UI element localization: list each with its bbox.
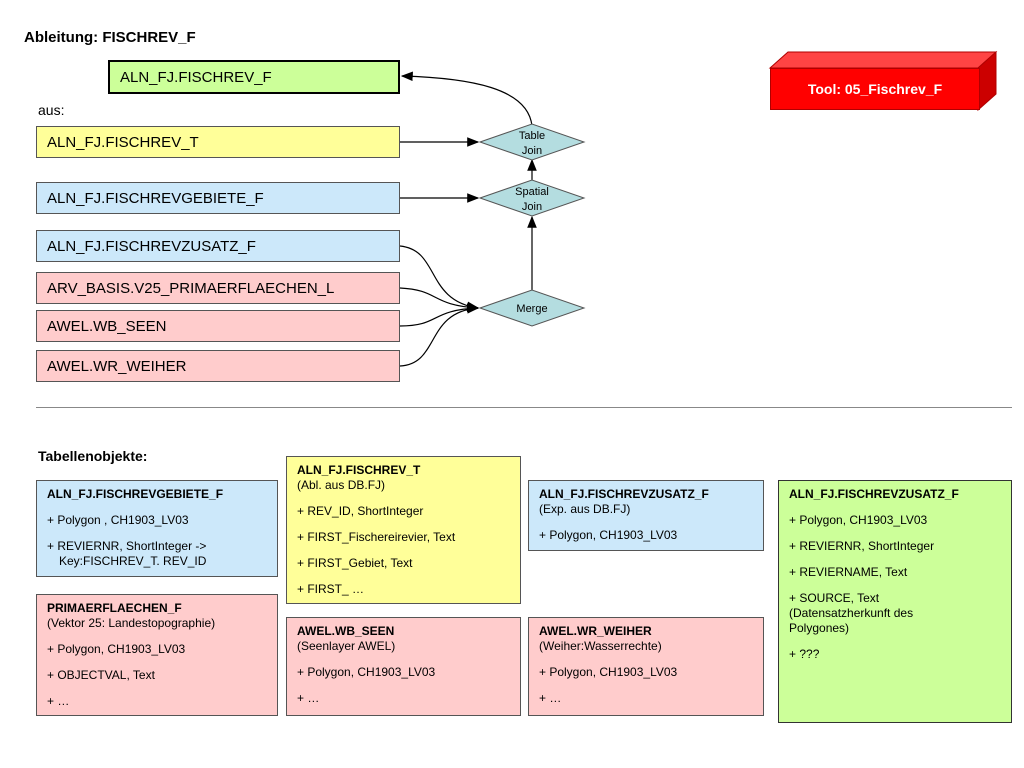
- card-title: AWEL.WR_WEIHER: [539, 624, 652, 638]
- card-line: Key:FISCHREV_T. REV_ID: [59, 554, 207, 568]
- input-node-fischrevgebiete-f: ALN_FJ.FISCHREVGEBIETE_F: [36, 182, 400, 214]
- arrow-weiher-to-merge: [399, 304, 480, 367]
- arrow-tablejoin-to-output: [400, 71, 533, 127]
- table-join-diamond: [478, 123, 586, 161]
- section-title: Tabellenobjekte:: [38, 448, 148, 464]
- card-line: + REVIERNR, ShortInteger ->: [47, 539, 207, 553]
- page-title: Ableitung: FISCHREV_F: [24, 29, 196, 46]
- card-line: + Polygon, CH1903_LV03: [297, 665, 436, 679]
- card-title: ALN_FJ.FISCHREVZUSATZ_F: [789, 487, 959, 501]
- card-title: ALN_FJ.FISCHREVZUSATZ_F: [539, 487, 709, 501]
- card-line: + OBJECTVAL, Text: [47, 668, 155, 682]
- card-fischrevgebiete: ALN_FJ.FISCHREVGEBIETE_F + Polygon , CH1…: [36, 480, 278, 577]
- card-line: + …: [47, 694, 70, 708]
- table-join-label-1: Table: [519, 130, 545, 142]
- card-title: AWEL.WB_SEEN: [297, 624, 395, 638]
- input-node-wr-weiher: AWEL.WR_WEIHER: [36, 350, 400, 382]
- card-line: + Polygon, CH1903_LV03: [47, 642, 186, 656]
- card-wb-seen: AWEL.WB_SEEN (Seenlayer AWEL) + Polygon,…: [286, 617, 521, 716]
- card-title: PRIMAERFLAECHEN_F: [47, 601, 182, 615]
- card-line: + REVIERNAME, Text: [789, 565, 908, 579]
- card-subtitle: (Vektor 25: Landestopographie): [47, 616, 216, 630]
- card-wr-weiher: AWEL.WR_WEIHER (Weiher:Wasserrechte) + P…: [528, 617, 764, 716]
- card-line: + …: [297, 691, 320, 705]
- card-title: ALN_FJ.FISCHREV_T: [297, 463, 421, 477]
- tool-box-3d: [768, 50, 998, 112]
- input-node-fischrev-t: ALN_FJ.FISCHREV_T: [36, 126, 400, 158]
- input-node-fischrevzusatz-f: ALN_FJ.FISCHREVZUSATZ_F: [36, 230, 400, 262]
- card-line: + REV_ID, ShortInteger: [297, 504, 424, 518]
- input-node-wb-seen: AWEL.WB_SEEN: [36, 310, 400, 342]
- spatial-join-diamond: [478, 179, 586, 217]
- card-primaerflaechen: PRIMAERFLAECHEN_F (Vektor 25: Landestopo…: [36, 594, 278, 716]
- card-line: + FIRST_ …: [297, 582, 365, 596]
- arrow-primaer-to-merge: [399, 287, 480, 313]
- card-line: (Datensatzherkunft des: [789, 606, 914, 620]
- arrow-zusatz-to-merge: [399, 245, 480, 312]
- card-fischrevzusatz-green: ALN_FJ.FISCHREVZUSATZ_F + Polygon, CH190…: [778, 480, 1012, 723]
- card-subtitle: (Exp. aus DB.FJ): [539, 502, 631, 516]
- card-line: + Polygon, CH1903_LV03: [789, 513, 928, 527]
- tool-label: Tool: 05_Fischrev_F: [770, 68, 980, 110]
- card-line: + …: [539, 691, 562, 705]
- card-subtitle: (Weiher:Wasserrechte): [539, 639, 662, 653]
- table-join-label-2: Join: [522, 145, 542, 157]
- card-line: + SOURCE, Text: [789, 591, 880, 605]
- aus-label: aus:: [38, 102, 65, 118]
- card-title: ALN_FJ.FISCHREVGEBIETE_F: [47, 487, 224, 501]
- card-subtitle: (Abl. aus DB.FJ): [297, 478, 386, 492]
- card-line: Polygones): [789, 621, 850, 635]
- card-line: + Polygon, CH1903_LV03: [539, 665, 678, 679]
- merge-diamond: [478, 289, 586, 327]
- flow-connectors: Table Join Spatial Join Merge: [399, 71, 586, 367]
- card-line: + Polygon , CH1903_LV03: [47, 513, 189, 527]
- card-subtitle: (Seenlayer AWEL): [297, 639, 396, 653]
- card-line: + FIRST_Fischereirevier, Text: [297, 530, 456, 544]
- card-fischrev-t: ALN_FJ.FISCHREV_T (Abl. aus DB.FJ) + REV…: [286, 456, 521, 604]
- card-line: + Polygon, CH1903_LV03: [539, 528, 678, 542]
- merge-label: Merge: [516, 303, 547, 315]
- spatial-join-label-2: Join: [522, 201, 542, 213]
- card-line: + ???: [789, 647, 820, 661]
- spatial-join-label-1: Spatial: [515, 186, 549, 198]
- card-fischrevzusatz-blue: ALN_FJ.FISCHREVZUSATZ_F (Exp. aus DB.FJ)…: [528, 480, 764, 551]
- input-node-primaerflaechen: ARV_BASIS.V25_PRIMAERFLAECHEN_L: [36, 272, 400, 304]
- section-divider: [36, 407, 1012, 408]
- output-node: ALN_FJ.FISCHREV_F: [108, 60, 400, 94]
- arrow-seen-to-merge: [399, 303, 480, 327]
- card-line: + FIRST_Gebiet, Text: [297, 556, 413, 570]
- card-line: + REVIERNR, ShortInteger: [789, 539, 935, 553]
